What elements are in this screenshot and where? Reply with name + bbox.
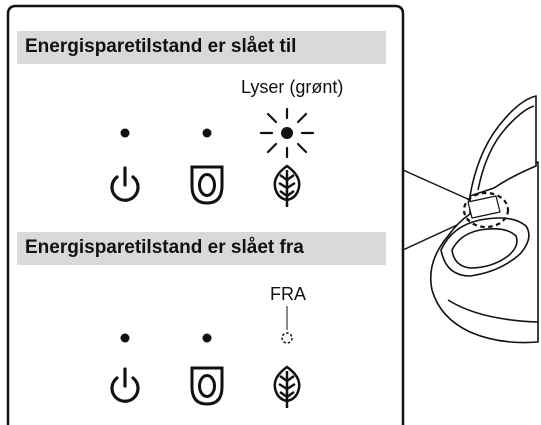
indicator-light-rays <box>259 107 315 159</box>
indicator-off-label: FRA <box>270 284 306 304</box>
indicator-dot-seat-on <box>202 128 212 138</box>
indicator-dot-leaf-off <box>281 332 293 344</box>
indicator-dot-leaf-lit <box>281 127 293 139</box>
panel-frame <box>6 4 405 425</box>
indicator-dot-seat-off <box>202 333 212 343</box>
callout-line-top <box>402 169 471 201</box>
section-on-heading: Energisparetilstand er slået til <box>25 36 297 57</box>
toilet-illustration <box>429 95 539 344</box>
leaf-icon <box>273 365 301 408</box>
leaf-icon <box>273 164 301 207</box>
power-icon <box>110 367 140 403</box>
toilet-seat-icon <box>190 165 224 205</box>
callout-highlight-circle <box>462 191 510 229</box>
section-off-heading-band: Energisparetilstand er slået fra <box>17 232 386 265</box>
indicator-dot-power-on <box>120 128 130 138</box>
toilet-seat-icon <box>190 366 224 406</box>
section-on-heading-band: Energisparetilstand er slået til <box>17 31 386 64</box>
section-off-heading: Energisparetilstand er slået fra <box>25 237 304 258</box>
indicator-dot-power-off <box>120 333 130 343</box>
power-icon <box>110 166 140 202</box>
indicator-on-label: Lyser (grønt) <box>241 77 344 97</box>
